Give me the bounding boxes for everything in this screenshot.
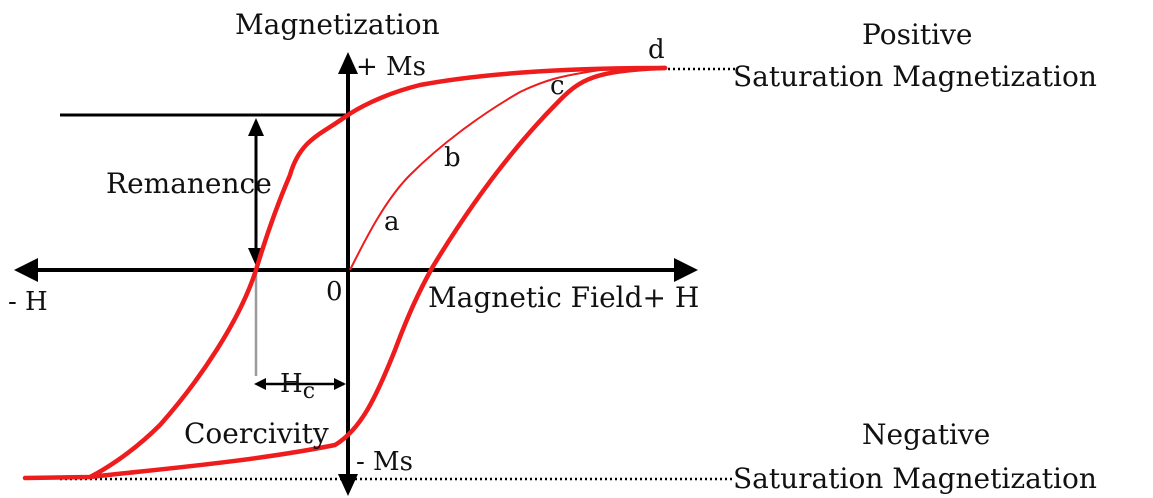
point-d-label: d	[648, 35, 665, 65]
lower-branch-curve	[87, 65, 668, 480]
hc-arrow-left	[254, 378, 266, 390]
origin-label: 0	[326, 277, 343, 307]
positive-saturation-line2: Saturation Magnetization	[733, 60, 1097, 93]
y-axis-top-arrow	[338, 52, 358, 74]
positive-saturation-line1: Positive	[862, 18, 972, 51]
x-axis-title: Magnetic Field+ H	[428, 281, 699, 314]
remanence-label: Remanence	[106, 167, 272, 200]
minus-h-label: - H	[8, 287, 48, 317]
initial-magnetization-curve	[349, 69, 601, 271]
negative-saturation-line2: Saturation Magnetization	[733, 462, 1097, 495]
hc-arrow-right	[334, 378, 346, 390]
hc-label: Hc	[280, 369, 315, 404]
x-axis-right-arrow	[674, 258, 698, 282]
y-axis-title: Magnetization	[235, 8, 440, 41]
point-a-label: a	[384, 207, 400, 237]
negative-saturation-line1: Negative	[862, 418, 990, 451]
point-c-label: c	[550, 71, 565, 101]
point-b-label: b	[444, 143, 461, 173]
coercivity-label: Coercivity	[184, 417, 329, 450]
hc-subscript: c	[303, 379, 315, 404]
plus-ms-label: + Ms	[356, 52, 426, 82]
y-axis-bottom-arrow	[338, 474, 358, 496]
upper-branch-curve	[22, 65, 668, 481]
minus-ms-label: - Ms	[356, 447, 413, 477]
remanence-arrow-top	[248, 118, 264, 136]
x-axis-left-arrow	[14, 258, 38, 282]
